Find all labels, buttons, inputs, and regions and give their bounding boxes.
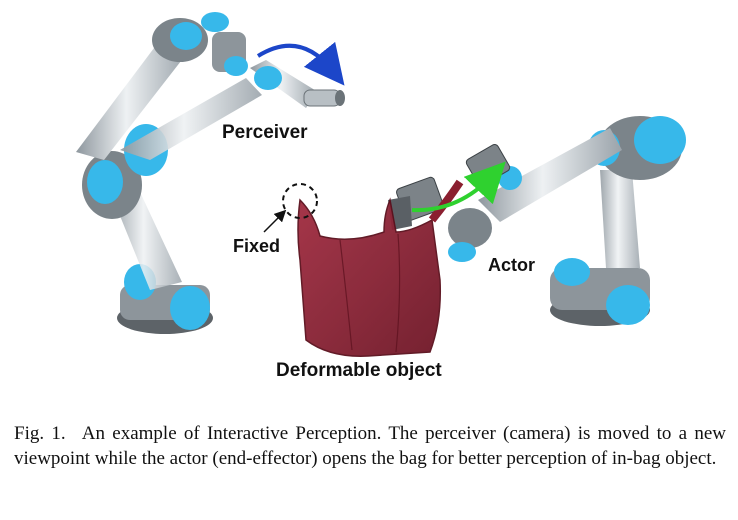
actor-label: Actor (488, 255, 536, 275)
figure-number: Fig. 1. (14, 423, 66, 444)
fixed-pointer-arrow (263, 209, 287, 233)
fixed-label: Fixed (233, 236, 281, 256)
perceiver-label: Perceiver (222, 122, 308, 143)
figure-svg (76, 12, 686, 357)
deformable-object-label: Deformable object (276, 360, 442, 381)
actor-robot (388, 116, 686, 326)
fixed-point-marker (282, 183, 318, 219)
pull-arrow (411, 161, 506, 213)
perceiver-robot (76, 12, 345, 334)
figure-caption: Fig. 1. An example of Interactive Percep… (14, 421, 726, 471)
caption-text: An example of Interactive Perception. Th… (14, 423, 726, 469)
rotation-arrow (256, 41, 345, 86)
deformable-bag (297, 179, 464, 357)
figure-illustration: Perceiver Fixed Actor Deformable object (76, 12, 686, 381)
